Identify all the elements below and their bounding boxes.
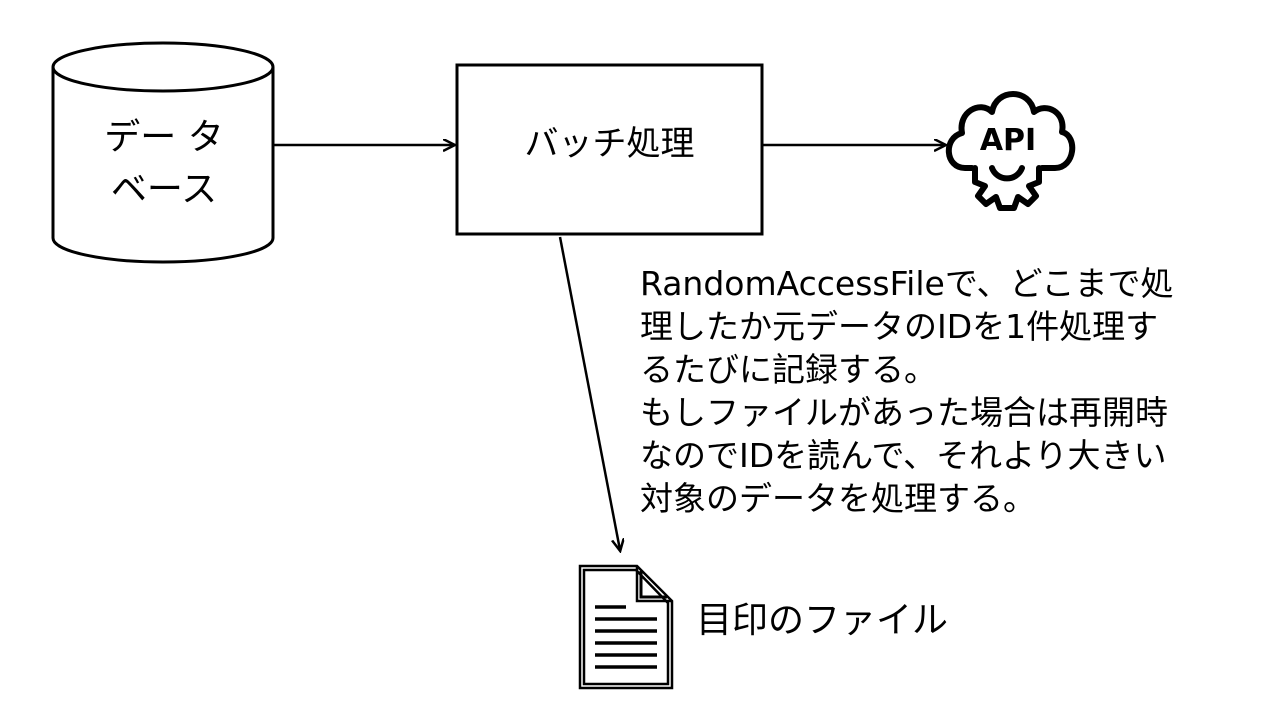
arrow-batch-to-file xyxy=(558,236,620,550)
database-label: デー タ ベース xyxy=(55,112,273,216)
batch-box xyxy=(455,63,764,236)
note-line: るたびに記録する。 xyxy=(640,350,937,389)
note-line: なのでIDを読んで、それより大きい xyxy=(640,436,1167,475)
note-line: もしファイルがあった場合は再開時 xyxy=(640,393,1168,432)
note-text: RandomAccessFileで、どこまで処 理したか元データのIDを1件処理… xyxy=(640,262,1280,520)
api-icon-text: API xyxy=(980,123,1036,158)
database-label-line: デー タ xyxy=(104,117,224,158)
file-label: 目印のファイル xyxy=(696,600,949,641)
batch-label: バッチ処理 xyxy=(524,124,695,164)
note-line: RandomAccessFileで、どこまで処 xyxy=(640,264,1174,303)
api-cloud-gear-icon: API xyxy=(945,91,1076,211)
database-label-line: ベース xyxy=(110,169,218,210)
note-line: 理したか元データのIDを1件処理す xyxy=(640,307,1159,346)
database-cylinder xyxy=(51,41,275,264)
document-icon xyxy=(578,564,674,690)
note-line: 対象のデータを処理する。 xyxy=(640,479,1036,518)
